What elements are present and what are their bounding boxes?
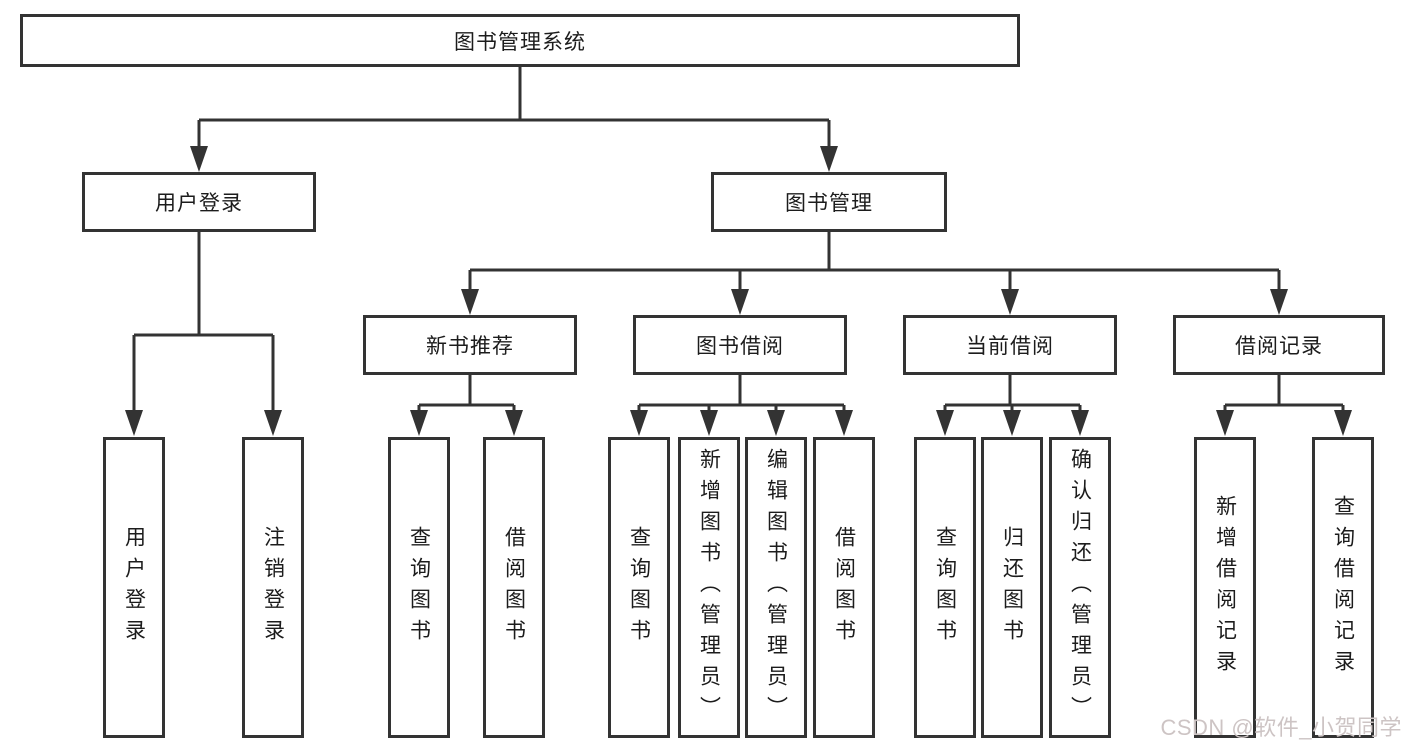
leaf-query-books-recommend: 查询图书 <box>388 437 450 738</box>
leaf-query-books-current-label: 查询图书 <box>933 525 957 650</box>
leaf-query-borrow-record-label: 查询借阅记录 <box>1331 494 1355 681</box>
node-book-borrowing-label: 图书借阅 <box>696 335 784 358</box>
leaf-return-books: 归还图书 <box>981 437 1043 738</box>
node-new-book-recommend-label: 新书推荐 <box>426 335 514 358</box>
node-borrowing-records: 借阅记录 <box>1173 315 1385 375</box>
leaf-borrow-books-label: 借阅图书 <box>832 525 856 650</box>
leaf-confirm-return-admin: 确认归还（管理员） <box>1049 437 1111 738</box>
leaf-add-books-admin-label: 新增图书（管理员） <box>697 448 721 727</box>
leaf-edit-books-admin: 编辑图书（管理员） <box>745 437 807 738</box>
leaf-query-books-recommend-label: 查询图书 <box>407 525 431 650</box>
node-library-system: 图书管理系统 <box>20 14 1020 67</box>
node-library-system-label: 图书管理系统 <box>454 30 586 54</box>
node-book-management-label: 图书管理 <box>785 192 873 215</box>
leaf-user-login: 用户登录 <box>103 437 165 738</box>
node-borrowing-records-label: 借阅记录 <box>1235 335 1323 358</box>
leaf-borrow-books: 借阅图书 <box>813 437 875 738</box>
node-user-login-label: 用户登录 <box>155 192 243 215</box>
leaf-logout: 注销登录 <box>242 437 304 738</box>
leaf-edit-books-admin-label: 编辑图书（管理员） <box>764 448 788 727</box>
leaf-add-borrow-record: 新增借阅记录 <box>1194 437 1256 738</box>
csdn-watermark: CSDN @软件_小贺同学 <box>1160 715 1402 740</box>
node-book-management: 图书管理 <box>711 172 947 232</box>
leaf-borrow-books-recommend: 借阅图书 <box>483 437 545 738</box>
leaf-query-books-current: 查询图书 <box>914 437 976 738</box>
leaf-logout-label: 注销登录 <box>261 525 285 650</box>
leaf-return-books-label: 归还图书 <box>1000 525 1024 650</box>
branch-lines <box>132 67 1345 415</box>
node-current-borrowing: 当前借阅 <box>903 315 1117 375</box>
leaf-query-books-borrow-label: 查询图书 <box>627 525 651 650</box>
leaf-query-books-borrow: 查询图书 <box>608 437 670 738</box>
node-new-book-recommend: 新书推荐 <box>363 315 577 375</box>
node-user-login: 用户登录 <box>82 172 316 232</box>
node-current-borrowing-label: 当前借阅 <box>966 335 1054 358</box>
node-book-borrowing: 图书借阅 <box>633 315 847 375</box>
leaf-query-borrow-record: 查询借阅记录 <box>1312 437 1374 738</box>
leaf-user-login-label: 用户登录 <box>122 525 146 650</box>
leaf-borrow-books-recommend-label: 借阅图书 <box>502 525 526 650</box>
leaf-confirm-return-admin-label: 确认归还（管理员） <box>1068 448 1092 727</box>
leaf-add-borrow-record-label: 新增借阅记录 <box>1213 494 1237 681</box>
leaf-add-books-admin: 新增图书（管理员） <box>678 437 740 738</box>
